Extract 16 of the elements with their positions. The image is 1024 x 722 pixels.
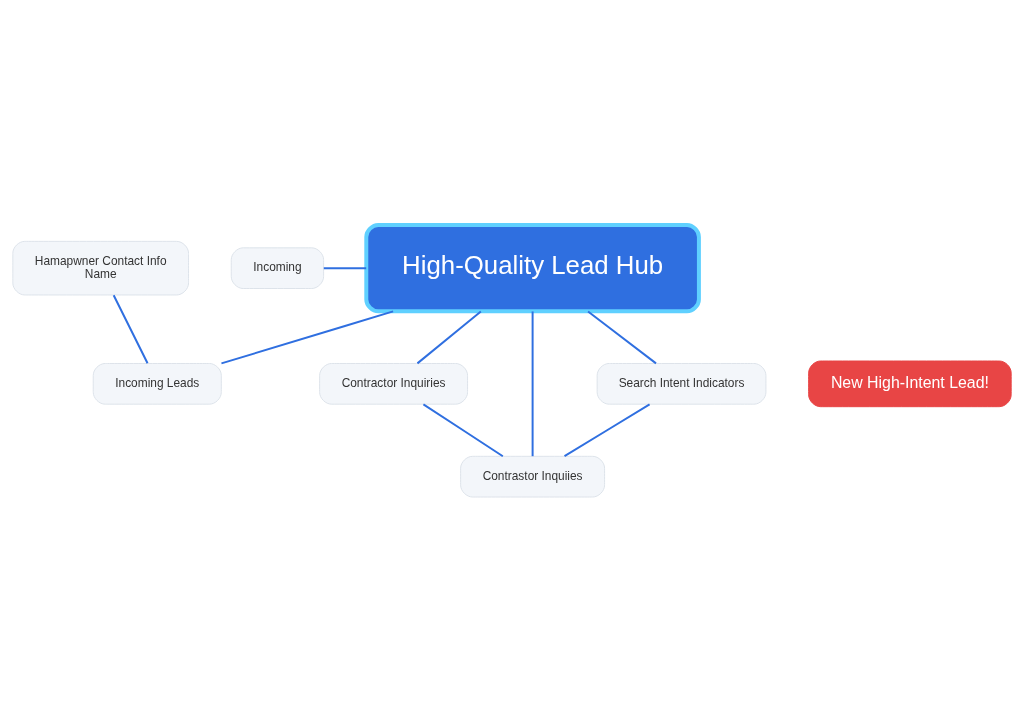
node-box: New High-Intent Lead! (808, 360, 1012, 408)
node-box: Search Intent Indicators (596, 363, 767, 405)
node-box: Contrastor Inquiies (460, 455, 606, 498)
connector (422, 403, 504, 458)
node-box: High-Quality Lead Hub (364, 223, 701, 314)
node-box: Contractor Inquiries (319, 363, 469, 405)
connector (416, 310, 482, 365)
connector (112, 294, 149, 365)
node-box: Incoming (230, 247, 325, 289)
node-box: Incoming Leads (92, 363, 222, 405)
connector (563, 403, 651, 458)
node-box: Hamapwner Contact Info Name (12, 240, 190, 296)
connector (587, 310, 657, 365)
connector (220, 310, 395, 365)
connector (322, 267, 368, 270)
connector (531, 310, 534, 458)
